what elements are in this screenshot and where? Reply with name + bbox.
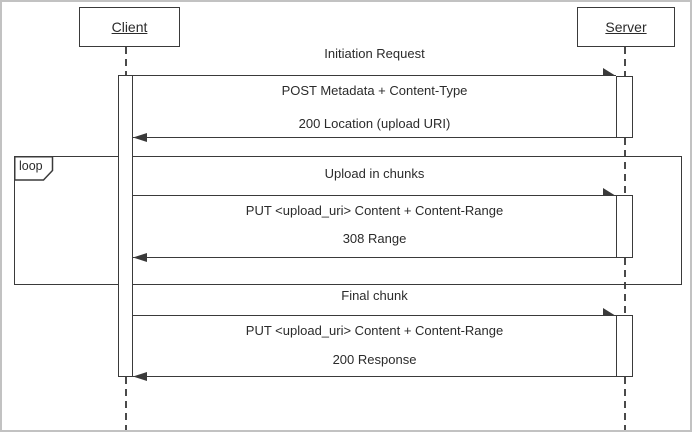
client-activation-bar <box>118 75 133 377</box>
message-line-response-3 <box>133 376 616 377</box>
response-message-label: 200 Response <box>332 352 417 367</box>
client-lifeline <box>125 47 127 75</box>
message-line-request-3 <box>133 315 616 316</box>
message-line-response-2 <box>133 257 616 258</box>
arrowhead-left-icon <box>133 253 147 262</box>
server-lifeline <box>624 138 626 195</box>
arrowhead-left-icon <box>133 133 147 142</box>
server-lifeline <box>624 258 626 315</box>
server-lifeline <box>624 377 626 430</box>
request-message-label: POST Metadata + Content-Type <box>281 83 468 98</box>
response-message-label: 308 Range <box>342 231 407 246</box>
actor-client-label: Client <box>111 19 148 35</box>
server-activation-bar-2 <box>616 195 633 258</box>
request-message-label: PUT <upload_uri> Content + Content-Range <box>245 323 504 338</box>
arrowhead-right-icon <box>603 308 616 316</box>
server-activation-bar-1 <box>616 76 633 138</box>
message-line-response-1 <box>133 137 616 138</box>
actor-client: Client <box>79 7 180 47</box>
section-title: Initiation Request <box>324 46 425 61</box>
server-activation-bar-3 <box>616 315 633 377</box>
arrowhead-left-icon <box>133 372 147 381</box>
arrowhead-right-icon <box>603 68 616 76</box>
actor-server-label: Server <box>605 19 647 35</box>
message-line-request-1 <box>133 75 616 76</box>
client-lifeline <box>125 377 127 430</box>
loop-fragment: loop <box>14 156 682 285</box>
section-title: Final chunk <box>341 288 408 303</box>
arrowhead-right-icon <box>603 188 616 196</box>
loop-operator-label: loop <box>19 159 43 173</box>
section-title: Upload in chunks <box>324 166 425 181</box>
server-lifeline <box>624 47 626 76</box>
loop-operator-badge: loop <box>14 156 54 181</box>
response-message-label: 200 Location (upload URI) <box>298 116 451 131</box>
loop-pentagon-icon <box>14 156 54 181</box>
message-line-request-2 <box>133 195 616 196</box>
request-message-label: PUT <upload_uri> Content + Content-Range <box>245 203 504 218</box>
actor-server: Server <box>577 7 675 47</box>
